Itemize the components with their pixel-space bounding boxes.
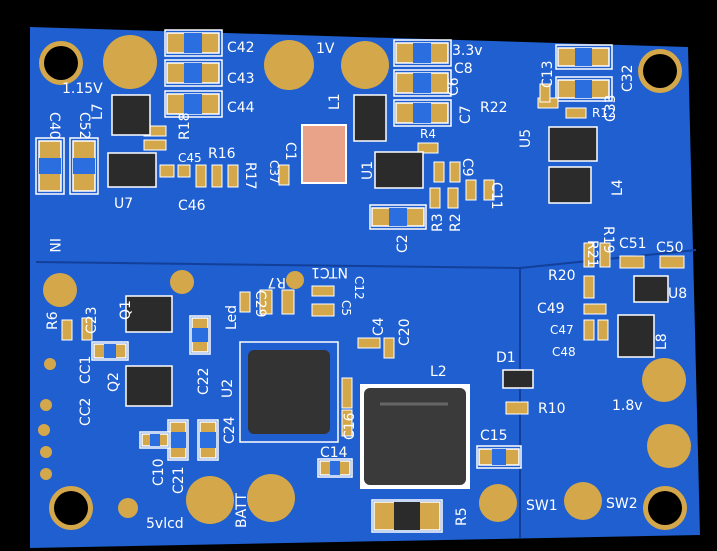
label-1v8: 1.8v bbox=[612, 398, 643, 414]
round-test-pads bbox=[43, 35, 691, 524]
label-1v: 1V bbox=[316, 41, 335, 57]
label-c43: C43 bbox=[227, 71, 255, 87]
label-c21: C21 bbox=[171, 466, 187, 494]
label-r16: R16 bbox=[208, 146, 236, 162]
label-c1: C1 bbox=[282, 142, 298, 161]
label-q1: Q1 bbox=[118, 300, 134, 320]
label-c23: C23 bbox=[84, 306, 100, 334]
label-c15: C15 bbox=[480, 428, 508, 444]
label-c22: C22 bbox=[196, 367, 212, 395]
label-c48: C48 bbox=[552, 345, 576, 359]
label-c16: C16 bbox=[342, 412, 358, 440]
label-c37: C37 bbox=[267, 160, 281, 184]
label-r19: R19 bbox=[600, 226, 616, 254]
label-cc1: CC1 bbox=[78, 356, 94, 384]
edge-pads bbox=[38, 358, 56, 480]
label-c13: C13 bbox=[540, 60, 556, 88]
label-r7: R7 bbox=[267, 274, 286, 290]
label-r20: R20 bbox=[548, 268, 576, 284]
label-c6: C6 bbox=[446, 77, 462, 96]
label-1v15: 1.15V bbox=[62, 81, 103, 97]
label-l2: L2 bbox=[430, 364, 447, 380]
capacitors-top bbox=[35, 29, 613, 533]
label-q2: Q2 bbox=[106, 372, 122, 392]
label-cc2: CC2 bbox=[78, 398, 94, 426]
label-u5: U5 bbox=[518, 129, 534, 148]
label-c42: C42 bbox=[227, 40, 255, 56]
label-c4: C4 bbox=[371, 317, 387, 336]
silkscreen-labels: C42 C43 C44 1V 3.3v C8 C6 C7 C13 C32 C33… bbox=[45, 40, 687, 532]
label-r6: R6 bbox=[45, 311, 61, 330]
label-c11: C11 bbox=[488, 182, 504, 210]
label-r2: R2 bbox=[448, 213, 464, 232]
label-c33: C33 bbox=[603, 94, 619, 122]
label-r22: R22 bbox=[480, 100, 508, 116]
label-c45: C45 bbox=[178, 151, 202, 165]
label-c46: C46 bbox=[178, 198, 206, 214]
pcb-board bbox=[30, 27, 700, 548]
label-c40: C40 bbox=[46, 112, 62, 140]
label-sw2: SW2 bbox=[606, 496, 638, 512]
label-c2: C2 bbox=[395, 234, 411, 253]
small-passives bbox=[61, 83, 685, 437]
label-r21: R21 bbox=[584, 240, 600, 268]
label-l4: L4 bbox=[610, 179, 626, 196]
label-c32: C32 bbox=[620, 64, 636, 92]
label-l7: L7 bbox=[90, 103, 106, 120]
mounting-holes bbox=[39, 41, 687, 530]
label-c51: C51 bbox=[619, 236, 647, 252]
label-r12: R12 bbox=[592, 106, 616, 120]
label-5vlcd: 5vlcd bbox=[146, 516, 184, 532]
label-batt: BATT bbox=[234, 493, 250, 528]
label-l1: L1 bbox=[327, 93, 343, 110]
label-c44: C44 bbox=[227, 100, 255, 116]
label-r10: R10 bbox=[538, 401, 566, 417]
label-d1: D1 bbox=[496, 350, 516, 366]
label-in: IN bbox=[46, 238, 62, 253]
label-3v3: 3.3v bbox=[452, 43, 483, 59]
label-c52: C52 bbox=[76, 112, 92, 140]
label-r4: R4 bbox=[420, 127, 436, 141]
label-u2: U2 bbox=[220, 379, 236, 398]
label-l8: L8 bbox=[654, 333, 670, 350]
label-r3: R3 bbox=[430, 213, 446, 232]
label-r18: R18 bbox=[177, 112, 193, 140]
label-c12: C12 bbox=[352, 276, 366, 300]
label-c5: C5 bbox=[339, 300, 353, 316]
label-c8: C8 bbox=[454, 61, 473, 77]
label-c50: C50 bbox=[656, 240, 684, 256]
label-led: Led bbox=[224, 305, 240, 330]
label-c7: C7 bbox=[458, 105, 474, 124]
label-c14: C14 bbox=[320, 445, 348, 461]
label-u7: U7 bbox=[114, 196, 133, 212]
label-u8: U8 bbox=[668, 286, 687, 302]
label-r5: R5 bbox=[454, 507, 470, 526]
label-u1: U1 bbox=[360, 161, 376, 180]
label-c20: C20 bbox=[397, 318, 413, 346]
label-c49: C49 bbox=[537, 301, 565, 317]
label-c29: C29 bbox=[252, 290, 268, 318]
label-c47: C47 bbox=[550, 323, 574, 337]
label-c9: C9 bbox=[459, 158, 475, 177]
label-c24: C24 bbox=[222, 416, 238, 444]
label-ntc1: NTC1 bbox=[311, 264, 348, 280]
label-r17: R17 bbox=[242, 162, 258, 190]
ic-packages bbox=[107, 94, 669, 489]
label-sw1: SW1 bbox=[526, 498, 558, 514]
label-c10: C10 bbox=[151, 458, 167, 486]
